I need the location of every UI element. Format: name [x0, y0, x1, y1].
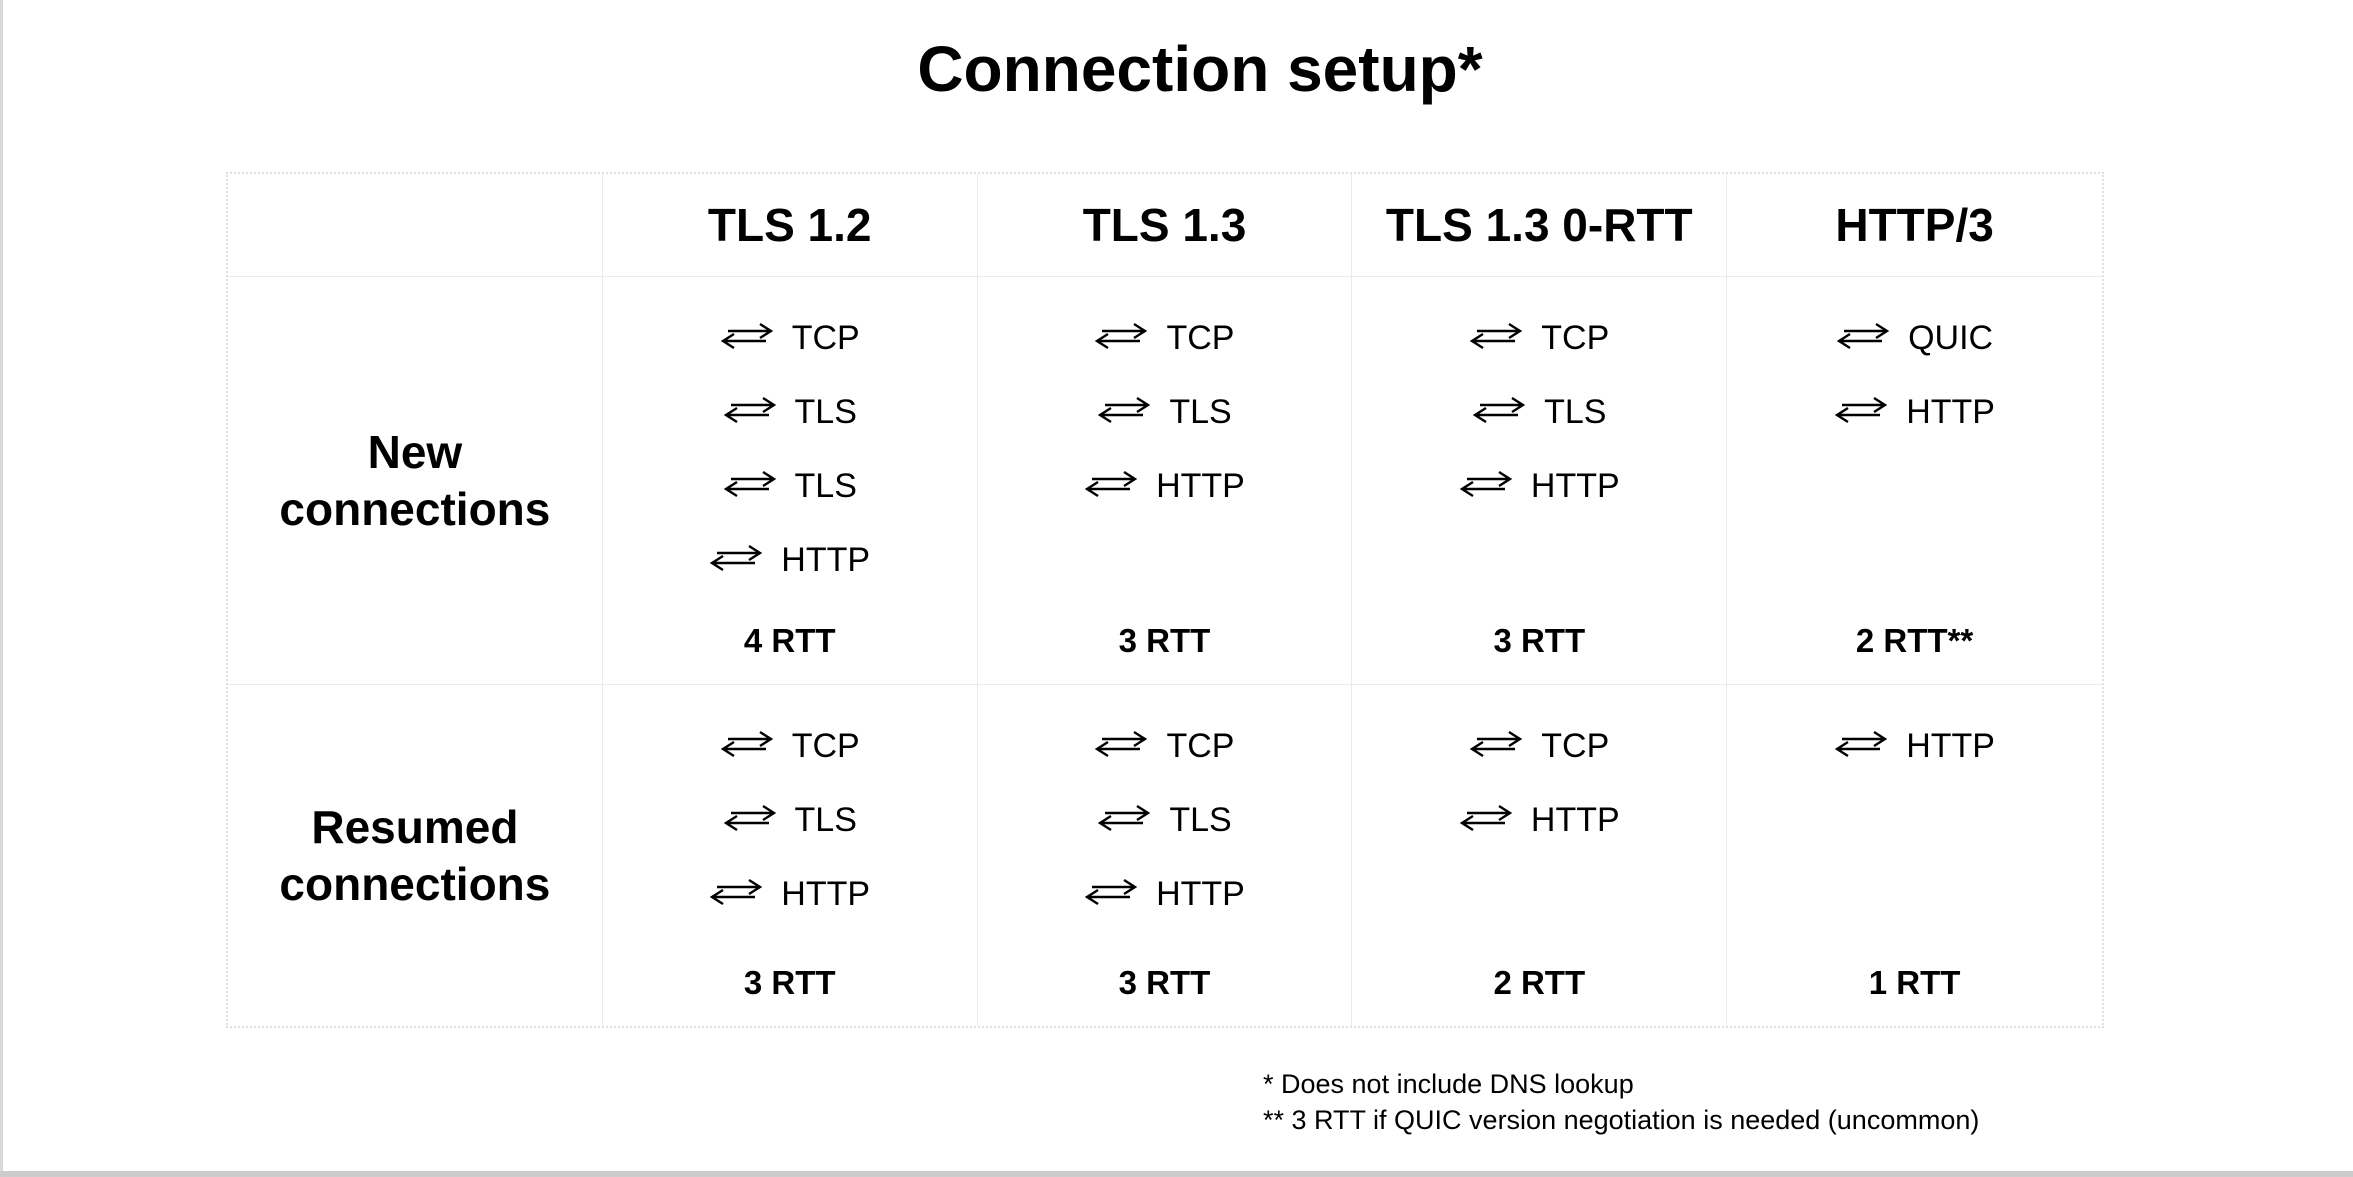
footnotes: * Does not include DNS lookup ** 3 RTT i… — [1263, 1066, 1979, 1138]
protocol-label: TCP — [1541, 318, 1610, 357]
protocol-exchange: TCP — [1469, 723, 1609, 765]
row-label-new-connections: New connections — [228, 277, 603, 685]
protocol-exchange: TLS — [1097, 797, 1232, 839]
round-trip-arrows-icon — [710, 878, 763, 906]
protocol-label: TLS — [1169, 800, 1232, 839]
round-trip-arrows-icon — [723, 470, 776, 498]
round-trip-arrows-icon — [1459, 470, 1513, 498]
rtt-count: 4 RTT — [743, 622, 836, 659]
page-title: Connection setup* — [917, 33, 1483, 105]
protocol-exchange: HTTP — [1084, 871, 1245, 913]
slide-left-edge — [0, 0, 3, 1177]
protocol-label: TCP — [1166, 726, 1235, 765]
column-header-tls-1-3: TLS 1.3 — [977, 174, 1353, 277]
protocol-exchange: HTTP — [1459, 797, 1620, 839]
rtt-count: 2 RTT** — [1855, 622, 1974, 659]
footnote-quic-negotiation: ** 3 RTT if QUIC version negotiation is … — [1263, 1105, 1980, 1135]
rtt-count: 3 RTT — [1493, 622, 1586, 659]
round-trip-arrows-icon — [1472, 396, 1526, 424]
cell-resumed-connections-tls-1-3-0-rtt: TCP HTTP 2 RTT — [1352, 685, 1728, 1026]
round-trip-arrows-icon — [1834, 730, 1888, 758]
protocol-exchange: TLS — [723, 389, 857, 431]
protocol-exchange: HTTP — [1084, 463, 1245, 505]
protocol-exchange: TCP — [720, 723, 860, 765]
round-trip-arrows-icon — [1834, 396, 1888, 424]
protocol-exchange: TLS — [723, 463, 857, 505]
cell-resumed-connections-tls-1-3: TCP TLS HTTP 3 RTT — [978, 685, 1353, 1026]
protocol-exchange: TCP — [1469, 315, 1609, 357]
row-label-resumed-connections: Resumed connections — [228, 685, 603, 1026]
rtt-count: 3 RTT — [1118, 964, 1211, 1001]
rtt-count: 2 RTT — [1493, 964, 1586, 1001]
protocol-exchange: HTTP — [1834, 723, 1995, 765]
round-trip-arrows-icon — [720, 730, 773, 758]
round-trip-arrows-icon — [1459, 804, 1513, 832]
column-header-tls-1-2: TLS 1.2 — [602, 174, 978, 277]
protocol-label: TCP — [791, 318, 860, 357]
protocol-label: HTTP — [1530, 800, 1620, 839]
rtt-count: 3 RTT — [743, 964, 836, 1001]
protocol-label: TLS — [794, 800, 857, 839]
protocol-exchange: HTTP — [1459, 463, 1620, 505]
protocol-label: QUIC — [1908, 318, 1994, 357]
protocol-exchange: TCP — [1094, 723, 1234, 765]
round-trip-arrows-icon — [723, 396, 776, 424]
protocol-exchange: HTTP — [1834, 389, 1995, 431]
protocol-label: HTTP — [1156, 874, 1245, 913]
protocol-label: TLS — [1544, 392, 1607, 431]
protocol-label: TLS — [794, 392, 857, 431]
round-trip-arrows-icon — [1098, 804, 1151, 832]
cell-resumed-connections-tls-1-2: TCP TLS HTTP 3 RTT — [603, 685, 978, 1026]
protocol-label: HTTP — [781, 874, 871, 913]
protocol-exchange: QUIC — [1836, 315, 1993, 357]
protocol-label: HTTP — [1156, 466, 1245, 505]
protocol-label: HTTP — [1530, 466, 1620, 505]
cell-new-connections-tls-1-2: TCP TLS TLS HTTP 4 RTT — [602, 277, 978, 685]
round-trip-arrows-icon — [723, 804, 776, 832]
protocol-label: TCP — [1541, 726, 1610, 765]
cell-resumed-connections-http-3: HTTP 1 RTT — [1727, 685, 2102, 1026]
rtt-count: 1 RTT — [1868, 964, 1961, 1001]
cell-new-connections-http-3: QUIC HTTP 2 RTT** — [1727, 277, 2102, 685]
round-trip-arrows-icon — [1084, 878, 1138, 906]
protocol-exchange: HTTP — [709, 871, 870, 913]
protocol-label: TCP — [1166, 318, 1235, 357]
protocol-label: TCP — [791, 726, 860, 765]
rtt-count: 3 RTT — [1118, 622, 1211, 659]
corner-cell — [228, 174, 603, 277]
protocol-exchange: TCP — [720, 315, 860, 357]
protocol-exchange: TLS — [723, 797, 857, 839]
round-trip-arrows-icon — [720, 322, 773, 350]
round-trip-arrows-icon — [710, 544, 763, 572]
protocol-label: TLS — [794, 466, 857, 505]
slide-bottom-edge — [0, 1171, 2353, 1177]
round-trip-arrows-icon — [1470, 322, 1523, 350]
round-trip-arrows-icon — [1095, 730, 1148, 758]
round-trip-arrows-icon — [1084, 470, 1138, 498]
cell-new-connections-tls-1-3: TCP TLS HTTP 3 RTT — [977, 277, 1353, 685]
protocol-label: TLS — [1169, 392, 1232, 431]
protocol-exchange: HTTP — [709, 537, 870, 579]
round-trip-arrows-icon — [1098, 396, 1151, 424]
round-trip-arrows-icon — [1095, 322, 1148, 350]
column-header-http-3: HTTP/3 — [1727, 174, 2102, 277]
round-trip-arrows-icon — [1470, 730, 1523, 758]
cell-new-connections-tls-1-3-0-rtt: TCP TLS HTTP 3 RTT — [1352, 277, 1728, 685]
protocol-exchange: TLS — [1097, 389, 1232, 431]
protocol-label: HTTP — [1906, 392, 1995, 431]
protocol-exchange: TCP — [1094, 315, 1234, 357]
footnote-dns-lookup: * Does not include DNS lookup — [1263, 1069, 1634, 1099]
round-trip-arrows-icon — [1836, 322, 1890, 350]
protocol-label: HTTP — [1906, 726, 1995, 765]
protocol-exchange: TLS — [1472, 389, 1606, 431]
protocol-label: HTTP — [781, 540, 871, 579]
column-header-tls-1-3-0-rtt: TLS 1.3 0-RTT — [1352, 174, 1728, 277]
